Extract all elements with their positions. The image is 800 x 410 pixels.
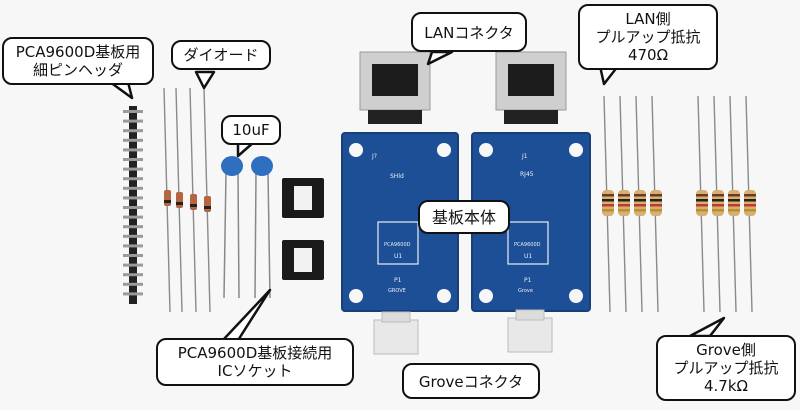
pcb-a-u-label: U1 <box>394 253 402 260</box>
callout-board: 基板本体 <box>418 200 510 234</box>
pcb-board-b: J1 RJ45 PCA9600D U1 P1 Grove <box>471 132 591 312</box>
pcb-a-conn-label: GROVE <box>388 288 406 294</box>
callout-grove-connector: Groveコネクタ <box>402 363 540 399</box>
callout-cap-line1: 10uF <box>232 121 270 139</box>
pcb-b-p-label: P1 <box>524 277 532 284</box>
pcb-a-ic-label: PCA9600D <box>384 242 411 248</box>
callout-grove-pullup: Grove側 プルアップ抵抗 4.7kΩ <box>656 335 796 401</box>
ic-sockets <box>282 178 324 280</box>
pcb-b-ic-label: PCA9600D <box>514 242 541 248</box>
callout-grove-pullup-line1: Grove側 <box>696 341 756 359</box>
lan-connectors <box>359 51 567 124</box>
callout-board-line1: 基板本体 <box>431 208 496 227</box>
pcb-a-j-label: J? <box>371 153 377 160</box>
callout-diode-line1: ダイオード <box>183 46 259 64</box>
diodes <box>163 87 211 313</box>
callout-diode: ダイオード <box>171 40 271 70</box>
callout-ic-socket-line1: PCA9600D基板接続用 <box>177 344 333 362</box>
callout-pca-header-line2: 細ピンヘッダ <box>32 61 123 79</box>
resistors-470 <box>602 95 662 313</box>
callout-pca-header-line1: PCA9600D基板用 <box>15 43 141 61</box>
callout-lan-pullup-line1: LAN側 <box>625 10 671 28</box>
pcb-b-u-label: U1 <box>524 253 532 260</box>
grove-connectors <box>373 309 553 355</box>
pcb-b-conn-label: Grove <box>518 288 533 294</box>
resistors-4k7 <box>696 95 756 313</box>
callout-lan-pullup-line2: プルアップ抵抗 <box>595 28 701 46</box>
pcb-board-a: J? SHld PCA9600D U1 P1 GROVE <box>341 132 459 312</box>
callout-cap: 10uF <box>221 115 281 145</box>
callout-lan-connector: LANコネクタ <box>411 12 527 52</box>
callout-grove-connector-line1: Groveコネクタ <box>418 373 524 391</box>
pcb-b-mid-label: RJ45 <box>520 171 534 178</box>
callout-lan-pullup-line3: 470Ω <box>627 46 669 64</box>
pin-header <box>123 106 143 304</box>
callout-ic-socket: PCA9600D基板接続用 ICソケット <box>156 338 354 386</box>
callout-grove-pullup-line2: プルアップ抵抗 <box>673 359 779 377</box>
pcb-a-p-label: P1 <box>394 277 402 284</box>
callout-pca-header: PCA9600D基板用 細ピンヘッダ <box>2 37 154 85</box>
capacitors <box>221 156 273 299</box>
pcb-b-j-label: J1 <box>521 153 528 160</box>
callout-ic-socket-line2: ICソケット <box>217 362 293 380</box>
callout-grove-pullup-line3: 4.7kΩ <box>703 377 748 395</box>
pcb-a-mid-label: SHld <box>390 173 404 180</box>
callout-lan-connector-line1: LANコネクタ <box>424 24 514 42</box>
callout-lan-pullup: LAN側 プルアップ抵抗 470Ω <box>578 4 718 70</box>
